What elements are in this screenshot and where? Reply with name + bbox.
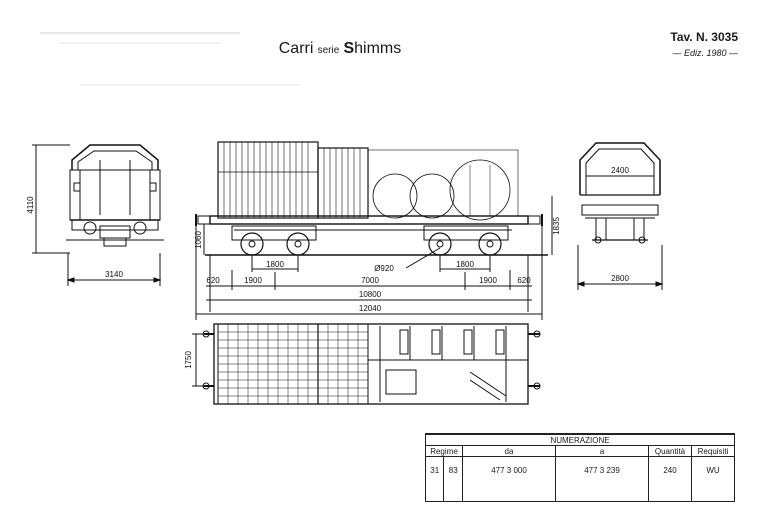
dim-bogie-half-left: 1900 — [244, 276, 262, 285]
col-regime: Regime — [425, 445, 463, 457]
plan-view — [192, 323, 541, 405]
title-code-rest: himms — [354, 40, 402, 57]
table-row-empty — [424, 483, 735, 502]
col-quantita: Quantità — [648, 445, 692, 457]
dim-deck-height: 1060 — [194, 231, 203, 249]
dim-inner-width: 2400 — [611, 166, 629, 175]
cell-quantita: 240 — [648, 456, 692, 483]
end-view-right — [576, 142, 664, 290]
cell-regime-2: 83 — [443, 456, 463, 483]
title-prefix: Carri — [278, 40, 314, 57]
cell-a: 477 3 239 — [555, 456, 649, 483]
title-code-initial: S — [343, 40, 355, 57]
numerazione-title: NUMERAZIONE — [425, 433, 735, 446]
cell-requisiti: WU — [691, 456, 735, 483]
col-requisiti: Requisiti — [691, 445, 735, 457]
drawing-title: Carri serie Shimms — [0, 40, 680, 58]
dim-bogie-wheelbase-left: 1800 — [266, 260, 284, 269]
dim-height-right: 1835 — [552, 217, 561, 235]
title-serie: serie — [317, 45, 340, 56]
side-view — [195, 141, 553, 320]
cell-regime-1: 31 — [424, 456, 445, 483]
dim-length-frame: 10800 — [359, 290, 382, 299]
dim-wheel-diameter: Ø920 — [374, 264, 394, 273]
table-number: Tav. N. 3035 — [670, 30, 738, 44]
dim-plan-width: 1750 — [184, 351, 193, 369]
col-da: da — [462, 445, 556, 457]
dim-overhang-right: 620 — [517, 276, 531, 285]
dim-bogie-half-right: 1900 — [479, 276, 497, 285]
dim-bogie-wheelbase-right: 1800 — [456, 260, 474, 269]
numerazione-table: NUMERAZIONE Regime da a Quantità Requisi… — [424, 433, 735, 502]
dim-end-width: 3140 — [105, 270, 123, 279]
end-view-left — [32, 144, 164, 286]
cell-da: 477 3 000 — [462, 456, 556, 483]
dim-outer-width: 2800 — [611, 274, 629, 283]
table-row: 31 83 477 3 000 477 3 239 240 WU — [424, 456, 735, 483]
dim-length-over-buffers: 12040 — [359, 304, 382, 313]
dim-overhang-left: 620 — [206, 276, 220, 285]
dim-height-total: 4110 — [26, 196, 35, 214]
edition: — Ediz. 1980 — — [672, 48, 738, 58]
dim-bogie-pivot-distance: 7000 — [361, 276, 379, 285]
col-a: a — [555, 445, 649, 457]
